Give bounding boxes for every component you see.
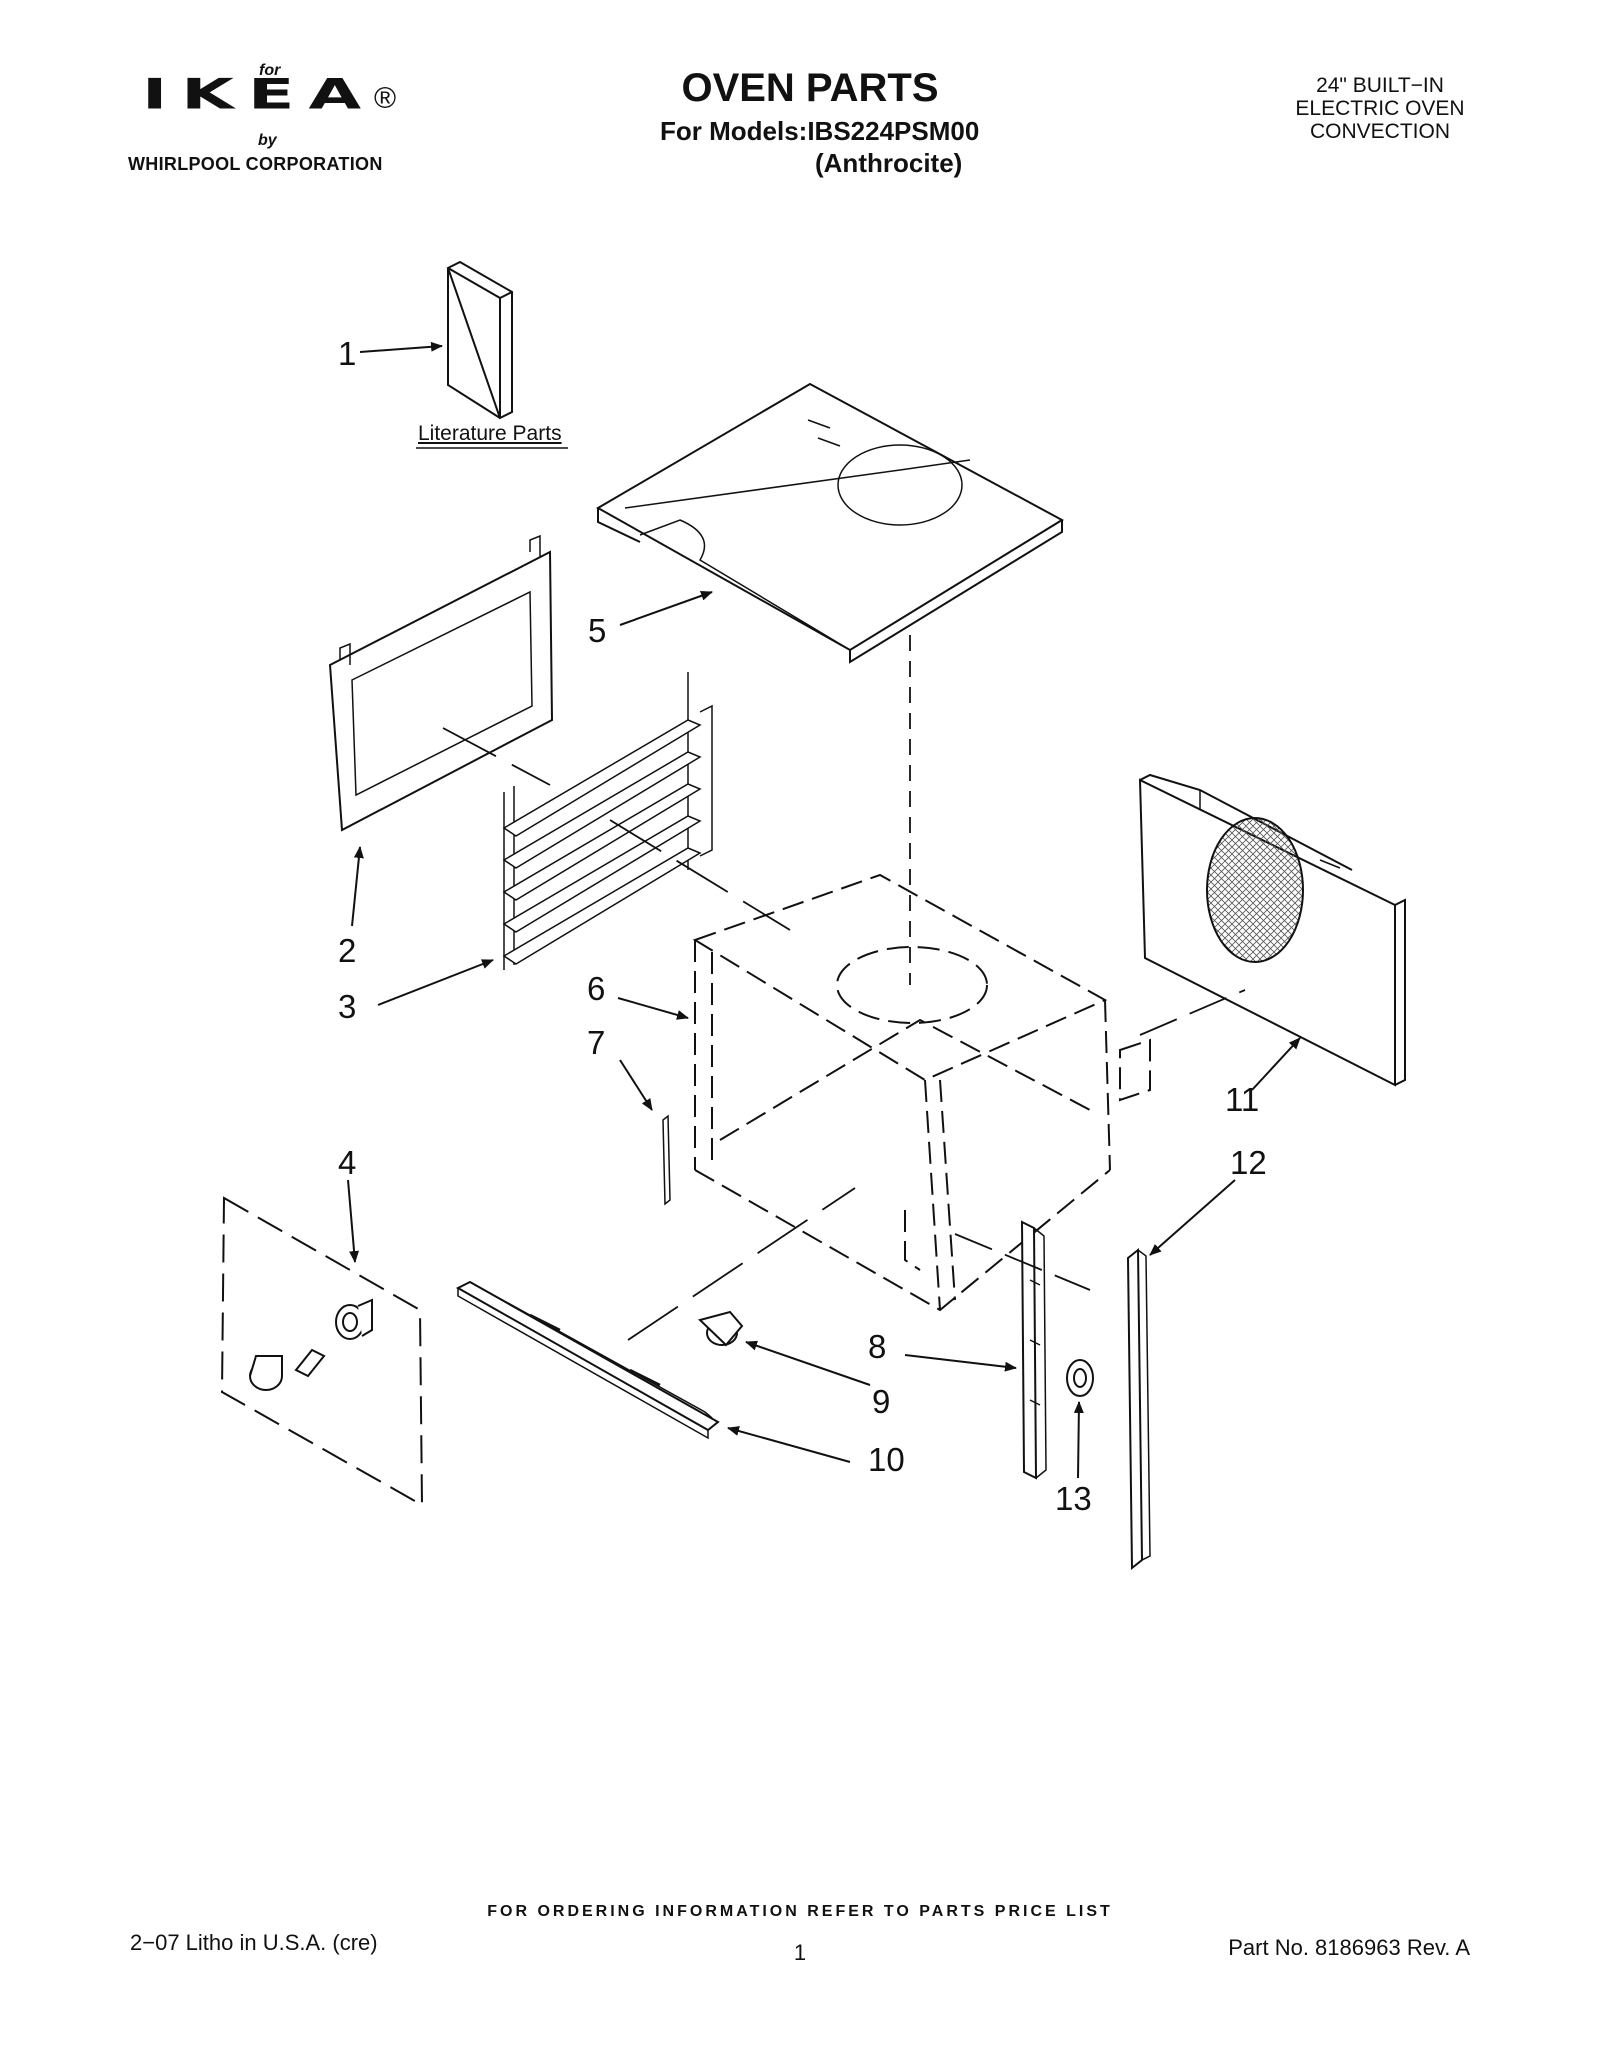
litho-note: 2−07 Litho in U.S.A. (cre) — [130, 1930, 378, 1955]
logo-corporation: WHIRLPOOL CORPORATION — [128, 154, 383, 174]
page-number: 1 — [793, 1940, 807, 1965]
strip-part-7 — [662, 1114, 671, 1206]
callout-9: 9 — [872, 1383, 891, 1420]
callout-12: 12 — [1230, 1144, 1267, 1181]
registered-mark: ® — [374, 82, 397, 115]
callout-7: 7 — [587, 1024, 606, 1061]
assembly-line-3 — [609, 819, 791, 931]
leader-7 — [619, 1059, 653, 1111]
model-variant: (Anthrocite) — [815, 148, 963, 178]
hinge-part — [1020, 1220, 1047, 1480]
product-line-1: 24" BUILT−IN — [1316, 74, 1444, 97]
assembly-line-8 — [954, 1233, 1091, 1291]
callout-1: 1 — [338, 335, 357, 372]
leader-11 — [1251, 1037, 1301, 1091]
control-knob-set-part — [220, 1196, 424, 1507]
callout-11: 11 — [1225, 1081, 1260, 1118]
leader-4 — [347, 1179, 360, 1263]
leader-3 — [377, 959, 494, 1006]
callout-2: 2 — [338, 932, 357, 969]
product-line-2: ELECTRIC OVEN — [1295, 97, 1465, 120]
leader-8 — [904, 1354, 1017, 1372]
literature-book-part — [446, 260, 513, 420]
top-plate-part — [595, 382, 1065, 664]
ordering-note: FOR ORDERING INFORMATION REFER TO PARTS … — [487, 1903, 1113, 1920]
grommet-part — [1066, 1359, 1094, 1397]
callout-10: 10 — [868, 1441, 905, 1478]
leader-1 — [359, 341, 443, 353]
assembly-line-10 — [627, 1187, 856, 1341]
callout-5: 5 — [588, 612, 607, 649]
callout-6: 6 — [587, 970, 606, 1007]
leader-13 — [1073, 1401, 1084, 1479]
trim-bar-part — [455, 1280, 720, 1440]
leader-10 — [727, 1426, 851, 1463]
model-number: For Models:IBS224PSM00 — [660, 116, 980, 146]
oven-cavity-part — [692, 873, 1151, 1312]
leader-2 — [351, 846, 364, 927]
callout-8: 8 — [868, 1328, 887, 1365]
fan-cover-part — [1138, 773, 1406, 1087]
assembly-line-11 — [1139, 989, 1246, 1036]
ikea-logo: IKEA — [142, 70, 376, 120]
oven-rack-part — [502, 672, 713, 970]
leader-5 — [619, 591, 713, 626]
literature-parts-label: Literature Parts — [418, 422, 562, 445]
leader-12 — [1149, 1179, 1236, 1256]
part-number: Part No. 8186963 Rev. A — [1228, 1935, 1470, 1960]
latch-part — [698, 1310, 744, 1347]
page-title: OVEN PARTS — [681, 66, 939, 110]
callout-13: 13 — [1055, 1480, 1092, 1517]
side-trim-part — [1126, 1247, 1151, 1571]
logo-by-text: by — [258, 132, 277, 149]
callout-3: 3 — [338, 988, 357, 1025]
product-line-3: CONVECTION — [1309, 120, 1450, 143]
gasket-frame-part — [328, 534, 554, 832]
logo-for-text: for — [259, 62, 281, 79]
product-description: 24" BUILT−IN ELECTRIC OVEN CONVECTION — [1260, 74, 1500, 143]
leader-9 — [745, 1340, 871, 1386]
assembly-line-2 — [442, 727, 551, 786]
callout-4: 4 — [338, 1144, 357, 1181]
leader-6 — [617, 997, 689, 1020]
